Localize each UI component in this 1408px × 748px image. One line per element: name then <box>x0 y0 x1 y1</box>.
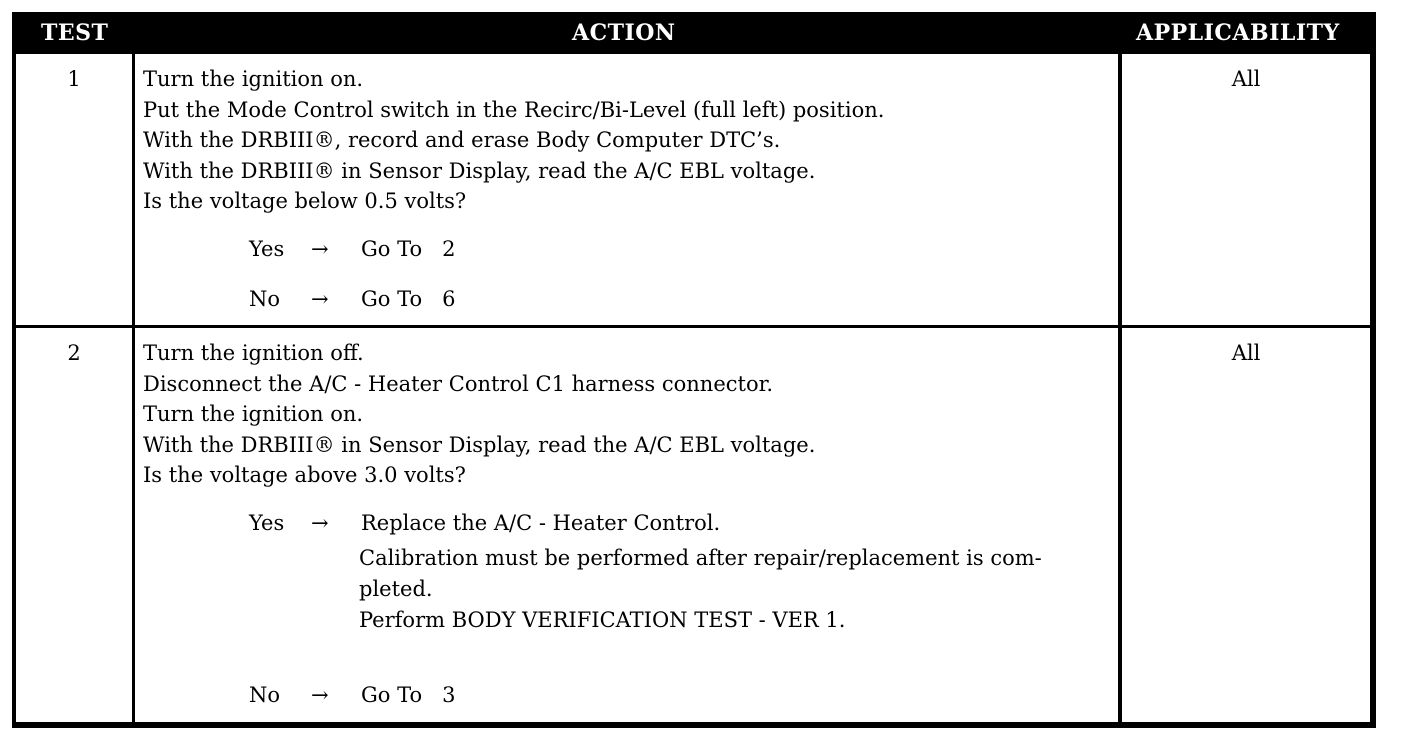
row2-line: With the DRBIII® in Sensor Display, read… <box>143 432 816 457</box>
row2-line: Disconnect the A/C - Heater Control C1 h… <box>143 371 773 396</box>
no-action: Go To 3 <box>361 683 456 707</box>
row1-applicability-cell: All <box>1122 54 1370 325</box>
arrow-right-icon: → <box>311 683 329 707</box>
table-header: TEST ACTION APPLICABILITY <box>12 12 1376 54</box>
row2-instructions: Turn the ignition off. Disconnect the A/… <box>143 338 815 491</box>
row1-test-number: 1 <box>67 67 81 91</box>
header-test: TEST <box>41 20 109 46</box>
row1-line: Turn the ignition on. <box>143 67 364 91</box>
row2-applicability: All <box>1231 341 1261 365</box>
yes-label: Yes <box>249 237 285 261</box>
row1-line: With the DRBIII® in Sensor Display, read… <box>143 158 816 183</box>
detail-line: pleted. <box>359 577 433 601</box>
header-action: ACTION <box>572 20 676 46</box>
row1-instructions: Turn the ignition on. Put the Mode Contr… <box>143 64 884 217</box>
row1-line: Put the Mode Control switch in the Recir… <box>143 97 885 122</box>
yes-action: Replace the A/C - Heater Control. <box>361 511 721 535</box>
row1-line: Is the voltage below 0.5 volts? <box>143 189 467 213</box>
detail-line: Calibration must be performed after repa… <box>359 546 1042 570</box>
no-label: No <box>249 287 281 311</box>
row2-test-number: 2 <box>67 341 81 365</box>
row1-applicability: All <box>1231 67 1261 91</box>
row2-test-cell: 2 <box>16 328 132 722</box>
no-action: Go To 6 <box>361 287 456 311</box>
header-applicability: APPLICABILITY <box>1136 20 1340 46</box>
row2-action-cell: Turn the ignition off. Disconnect the A/… <box>135 328 1118 722</box>
yes-label: Yes <box>249 511 285 535</box>
no-label: No <box>249 683 281 707</box>
row2-line: Turn the ignition off. <box>143 341 364 365</box>
arrow-right-icon: → <box>311 237 329 261</box>
diagnostic-table: TEST ACTION APPLICABILITY 1 Turn the ign… <box>12 12 1376 728</box>
row1-action-cell: Turn the ignition on. Put the Mode Contr… <box>135 54 1118 325</box>
row2-line: Turn the ignition on. <box>143 402 364 426</box>
row2-yes-details: Calibration must be performed after repa… <box>359 543 1042 636</box>
detail-line: Perform BODY VERIFICATION TEST - VER 1. <box>359 608 846 632</box>
row2-applicability-cell: All <box>1122 328 1370 722</box>
arrow-right-icon: → <box>311 287 329 311</box>
row1-test-cell: 1 <box>16 54 132 325</box>
arrow-right-icon: → <box>311 511 329 535</box>
yes-action: Go To 2 <box>361 237 456 261</box>
row2-line: Is the voltage above 3.0 volts? <box>143 463 466 487</box>
row1-line: With the DRBIII®, record and erase Body … <box>143 128 781 152</box>
